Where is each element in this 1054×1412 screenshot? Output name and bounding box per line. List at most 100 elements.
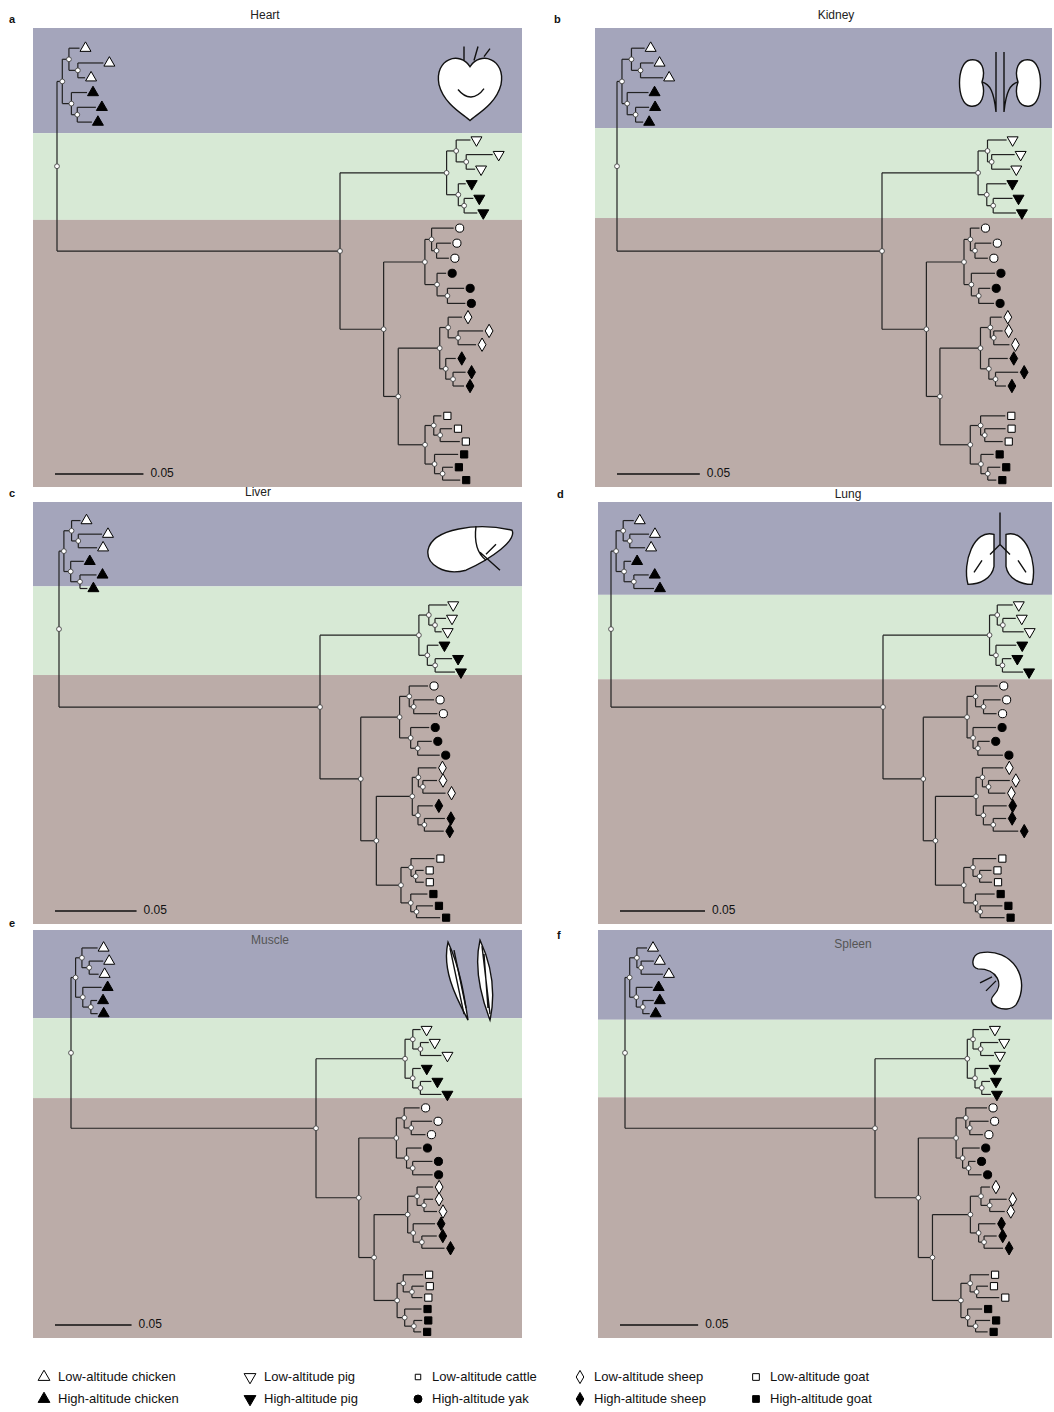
legend-marker (414, 1395, 422, 1403)
branch (984, 699, 1001, 700)
branch (983, 805, 1006, 806)
tree-branches (611, 521, 1024, 918)
tip-marker (466, 379, 474, 392)
branch (963, 1147, 980, 1148)
branch (940, 444, 970, 445)
internal-node (413, 874, 418, 879)
branch (985, 441, 1003, 442)
tip-marker (1005, 1242, 1013, 1255)
internal-node (968, 237, 973, 242)
tip-marker (982, 1144, 990, 1152)
tip-marker (442, 1052, 453, 1061)
branch (641, 974, 663, 975)
branch (984, 1235, 997, 1236)
organ-outline (478, 940, 493, 1020)
branch (71, 561, 84, 562)
internal-node (971, 865, 976, 870)
legend-symbol (748, 1391, 764, 1407)
tip-marker (985, 1305, 992, 1312)
legend-text: Low-altitude cattle (432, 1369, 537, 1385)
tip-marker (448, 786, 456, 799)
branch (935, 885, 963, 886)
panel-letter: c (9, 486, 15, 500)
internal-node (991, 822, 996, 827)
branch (970, 1121, 989, 1122)
clade-band (33, 502, 522, 586)
branch (980, 917, 1004, 918)
tip-marker (426, 1283, 433, 1290)
branch (89, 974, 98, 975)
branch (78, 547, 97, 548)
tip-marker (1012, 655, 1023, 664)
internal-node (982, 1240, 987, 1245)
tip-marker (454, 425, 461, 432)
clade-band (33, 133, 522, 220)
tip-marker (1008, 379, 1016, 392)
branch (424, 831, 443, 832)
tree-tips (81, 514, 466, 921)
internal-node (397, 715, 402, 720)
internal-node (432, 462, 437, 467)
organ-icon (438, 47, 501, 121)
internal-node (963, 1116, 968, 1121)
scale-bar (620, 910, 705, 911)
phylogenetic-tree (595, 28, 1052, 487)
internal-node (409, 865, 414, 870)
legend-marker (576, 1392, 584, 1405)
branch (89, 960, 103, 961)
tip-marker (996, 299, 1004, 307)
tip-marker (446, 824, 454, 837)
internal-node (976, 170, 981, 175)
tip-marker (92, 116, 103, 125)
tip-marker (1003, 464, 1010, 471)
branch (77, 107, 96, 108)
internal-node (638, 68, 643, 73)
internal-node (61, 549, 66, 554)
tip-marker (981, 224, 989, 232)
internal-node (399, 883, 404, 888)
branch (458, 344, 476, 345)
legend-text: Low-altitude chicken (58, 1369, 176, 1385)
tip-marker (98, 541, 109, 550)
internal-node (627, 539, 632, 544)
tip-marker (493, 151, 504, 160)
tip-marker (453, 239, 461, 247)
branch (398, 348, 439, 349)
branch (424, 1211, 437, 1212)
legend-entry: Low-altitude sheep (572, 1369, 703, 1385)
internal-node (976, 1231, 981, 1236)
tip-marker (1017, 642, 1028, 651)
branch (69, 48, 80, 49)
internal-node (415, 746, 420, 751)
internal-node (57, 627, 62, 632)
branch (409, 685, 428, 686)
tip-marker (1016, 210, 1027, 219)
internal-node (971, 735, 976, 740)
tip-marker (1007, 1205, 1015, 1218)
branch (630, 547, 645, 548)
branch (440, 441, 460, 442)
internal-node (418, 1086, 423, 1091)
internal-node (88, 1005, 93, 1010)
internal-node (989, 159, 994, 164)
internal-node (954, 1136, 959, 1141)
branch (83, 987, 102, 988)
tree-panel: dLung (598, 502, 1052, 924)
internal-node (381, 327, 386, 332)
tip-marker (1015, 151, 1026, 160)
tree-branches (617, 48, 1018, 480)
tip-marker (434, 737, 442, 745)
branch (464, 198, 473, 199)
internal-node (984, 192, 989, 197)
internal-node (358, 777, 363, 782)
tip-marker (990, 254, 998, 262)
tip-marker (98, 994, 109, 1003)
internal-node (431, 423, 436, 428)
branch (316, 1058, 405, 1059)
branch (435, 631, 442, 632)
internal-node (434, 248, 439, 253)
branch (443, 480, 461, 481)
tip-marker (644, 116, 655, 125)
tip-marker (646, 541, 657, 550)
branch (413, 1068, 421, 1069)
